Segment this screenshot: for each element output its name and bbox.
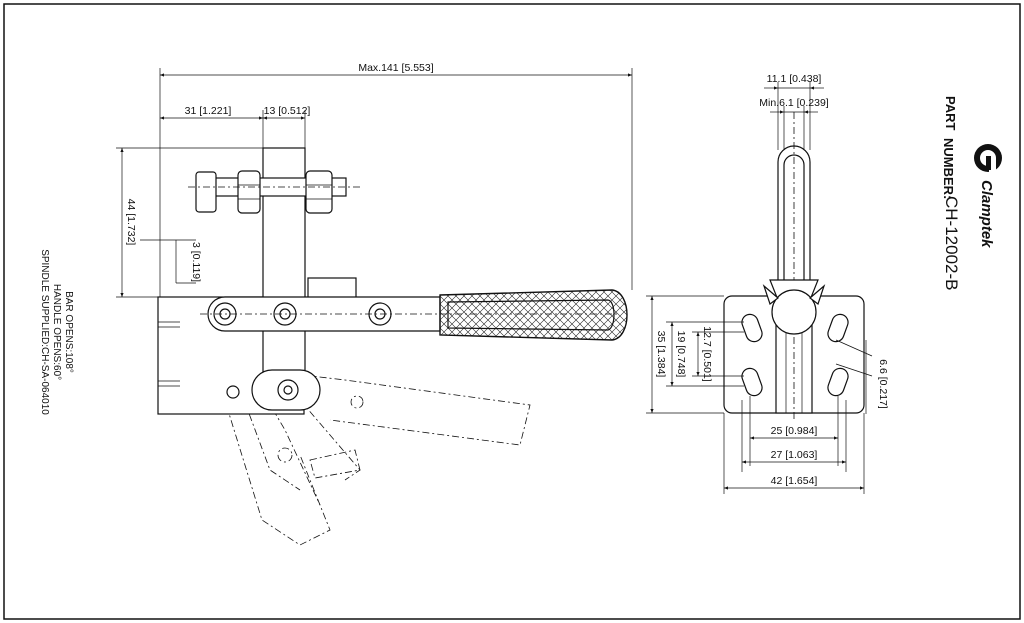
part-label: PART bbox=[943, 96, 958, 130]
dimension-31-13: 31 [1.221] 13 [0.512] bbox=[160, 105, 310, 148]
bolt-head bbox=[195, 171, 217, 213]
dim-25: 25 [0.984] bbox=[771, 425, 818, 437]
pivot-knob bbox=[771, 289, 817, 335]
drawing-border bbox=[3, 3, 1021, 620]
front-view: 11.1 [0.438] Min.6.1 [0.239] 35 [1.384] … bbox=[646, 73, 889, 494]
dim-11-1: 11.1 [0.438] bbox=[767, 73, 822, 85]
note-handle-opens: HANDLE OPENS:60° bbox=[51, 284, 62, 380]
dimension-19: 19 [0.748] bbox=[666, 321, 744, 387]
dim-3: 3 [0.119] bbox=[190, 242, 202, 282]
nut-left bbox=[237, 170, 261, 214]
dimension-12-7: 12.7 [0.501] bbox=[692, 326, 744, 382]
clamptek-logo-icon: Clamptek bbox=[974, 144, 1002, 248]
dimension-35: 35 [1.384] bbox=[646, 295, 724, 414]
mounting-slot bbox=[827, 313, 849, 343]
dimension-44: 44 [1.732] bbox=[116, 147, 263, 298]
title-block: Clamptek PART NUMBER: CH-12002-B bbox=[941, 96, 1002, 291]
part-number: CH-12002-B bbox=[942, 196, 961, 291]
stop-block bbox=[307, 277, 357, 299]
handle-grip bbox=[439, 289, 628, 341]
side-view: Max.141 [5.553] 31 [1.221] 13 [0.512] 44… bbox=[116, 62, 633, 546]
dim-31: 31 [1.221] bbox=[185, 105, 232, 117]
dimension-11-1: 11.1 [0.438] bbox=[764, 73, 824, 150]
dim-min-6-1: Min.6.1 [0.239] bbox=[759, 97, 829, 109]
dim-42: 42 [1.654] bbox=[771, 475, 818, 487]
dim-12-7: 12.7 [0.501] bbox=[701, 326, 713, 382]
note-bar-opens: BAR OPENS:108° bbox=[63, 291, 74, 373]
nut-right bbox=[305, 170, 333, 214]
dim-35: 35 [1.384] bbox=[655, 331, 667, 378]
number-label: NUMBER: bbox=[941, 138, 956, 199]
dim-19: 19 [0.748] bbox=[675, 331, 687, 378]
mounting-slot bbox=[741, 367, 763, 397]
dimension-overall-length: Max.141 [5.553] bbox=[159, 62, 633, 297]
dimension-min-6-1: Min.6.1 [0.239] bbox=[759, 97, 829, 150]
dim-6-6: 6.6 [0.217] bbox=[877, 359, 889, 409]
dim-27: 27 [1.063] bbox=[771, 449, 818, 461]
dimension-25-27-42: 25 [0.984] 27 [1.063] 42 [1.654] bbox=[723, 396, 865, 494]
mounting-slot bbox=[827, 367, 849, 397]
dim-13: 13 [0.512] bbox=[264, 105, 311, 117]
dim-44: 44 [1.732] bbox=[125, 199, 137, 246]
notes: BAR OPENS:108° HANDLE OPENS:60° SPINDLE … bbox=[39, 249, 74, 415]
note-spindle-supplied: SPINDLE SUPPLIED:CH-SA-064010 bbox=[39, 249, 50, 415]
dimension-3: 3 [0.119] bbox=[140, 239, 202, 284]
dim-overall-length: Max.141 [5.553] bbox=[358, 62, 433, 74]
brand-name: Clamptek bbox=[978, 180, 995, 248]
dimension-6-6: 6.6 [0.217] bbox=[835, 339, 889, 414]
mounting-slot bbox=[741, 313, 763, 343]
